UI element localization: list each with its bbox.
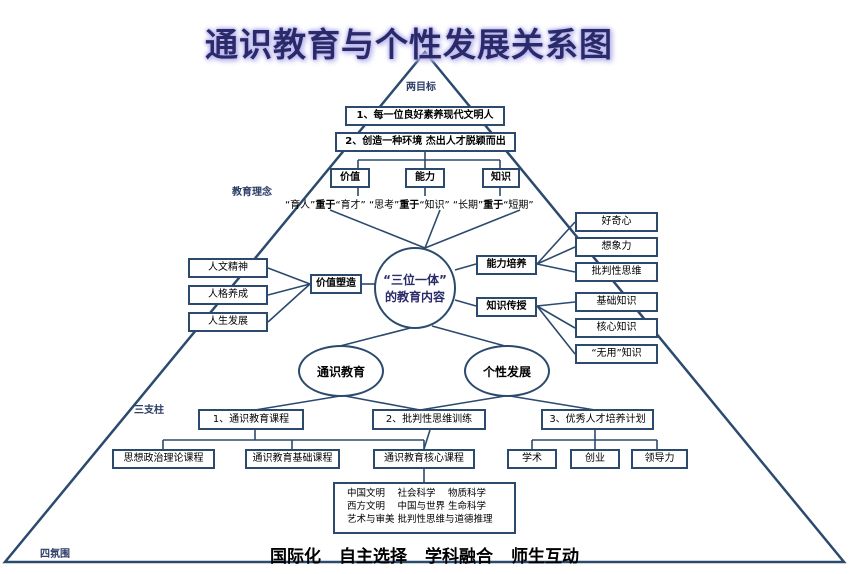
- value-box-knowledge: 知识: [482, 168, 520, 188]
- value-box-ability: 能力: [405, 168, 445, 188]
- atmosphere-2: 自主选择: [339, 547, 407, 567]
- comparison-line: “育人”重于“育才” “思考”重于“知识” “长期”重于“短期”: [285, 196, 534, 211]
- compare-b-1: “育才”: [335, 200, 366, 211]
- goal-box-1: 1、每一位良好素养现代文明人: [345, 106, 505, 126]
- core-line-2: 西方文明 中国与世界 生命科学: [347, 501, 487, 512]
- compare-a-3: “长期”: [452, 200, 484, 211]
- knowledge-box: 知识传授: [476, 297, 537, 317]
- general-edu-label: 通识教育: [316, 364, 365, 379]
- center-ellipse: “三位一体” 的教育内容: [374, 247, 456, 329]
- compare-a-2: “思考”: [368, 200, 400, 211]
- center-line-2: 的教育内容: [384, 290, 445, 304]
- ability-item-1: 好奇心: [575, 212, 658, 232]
- center-line-1: “三位一体”: [383, 273, 447, 287]
- label-goals: 两目标: [406, 82, 436, 93]
- ability-box: 能力培养: [476, 255, 537, 275]
- value-item-2: 人格养成: [188, 285, 268, 305]
- atmosphere-3: 学科融合: [425, 547, 493, 567]
- line-values-compare: [357, 188, 501, 196]
- compare-a-1: “育人”: [285, 200, 316, 211]
- atmosphere-4: 师生互动: [511, 547, 579, 567]
- line-pillar1-courses: [162, 430, 425, 449]
- line-goals-values: [357, 152, 501, 168]
- atmosphere-1: 国际化: [270, 547, 321, 567]
- diagram-title: 通识教育与个性发展关系图: [205, 25, 613, 64]
- line-pillar2-core: [423, 429, 431, 450]
- compare-mid-2: 重于: [399, 200, 420, 211]
- line-ability-items: [536, 221, 576, 273]
- course-box-3: 通识教育核心课程: [373, 449, 475, 469]
- core-courses-box: 中国文明 社会科学 物质科学 西方文明 中国与世界 生命科学 艺术与审美 批判性…: [333, 482, 516, 534]
- knowledge-item-2: 核心知识: [575, 318, 658, 338]
- talent-box-3: 领导力: [631, 449, 688, 469]
- ability-item-2: 想象力: [575, 237, 658, 257]
- compare-mid-1: 重于: [315, 200, 336, 211]
- line-knowledge-items: [536, 301, 576, 355]
- label-atmosphere: 四氛围: [40, 549, 70, 560]
- line-compare-center: [329, 209, 521, 249]
- goal-box-2: 2、创造一种环境 杰出人才脱颖而出: [335, 132, 516, 152]
- core-line-1: 中国文明 社会科学 物质科学: [347, 488, 487, 499]
- compare-b-2: “知识”: [419, 200, 450, 211]
- value-shaping-box: 价值塑造: [310, 274, 362, 294]
- compare-b-3: “短期”: [503, 200, 534, 211]
- value-item-3: 人生发展: [188, 312, 268, 332]
- general-edu-ellipse: 通识教育: [298, 345, 384, 397]
- line-ellipses-pillars: [254, 395, 596, 411]
- ability-item-3: 批判性思维: [575, 262, 658, 282]
- talent-box-1: 学术: [507, 449, 557, 469]
- knowledge-item-1: 基础知识: [575, 292, 658, 312]
- compare-mid-3: 重于: [483, 200, 504, 211]
- label-concept: 教育理念: [232, 187, 272, 198]
- core-line-3: 艺术与审美 批判性思维与道德推理: [347, 514, 493, 525]
- talent-box-2: 创业: [570, 449, 620, 469]
- course-box-1: 思想政治理论课程: [112, 449, 215, 469]
- line-pillar3-talent: [531, 430, 658, 449]
- line-value-items: [267, 267, 311, 323]
- pillar-box-1: 1、通识教育课程: [198, 409, 304, 430]
- knowledge-item-3: “无用”知识: [575, 344, 658, 364]
- pillar-box-2: 2、批判性思维训练: [372, 409, 486, 430]
- atmosphere-row: 国际化自主选择学科融合师生互动: [270, 542, 597, 567]
- course-box-2: 通识教育基础课程: [245, 449, 340, 469]
- value-item-1: 人文精神: [188, 258, 268, 278]
- value-box-value: 价值: [330, 168, 370, 188]
- line-center-ability: [454, 263, 477, 307]
- label-pillars: 三支柱: [134, 405, 164, 416]
- personal-dev-label: 个性发展: [482, 364, 531, 379]
- personal-dev-ellipse: 个性发展: [464, 345, 550, 397]
- line-center-ellipses: [339, 325, 506, 347]
- pillar-box-3: 3、优秀人才培养计划: [541, 409, 654, 430]
